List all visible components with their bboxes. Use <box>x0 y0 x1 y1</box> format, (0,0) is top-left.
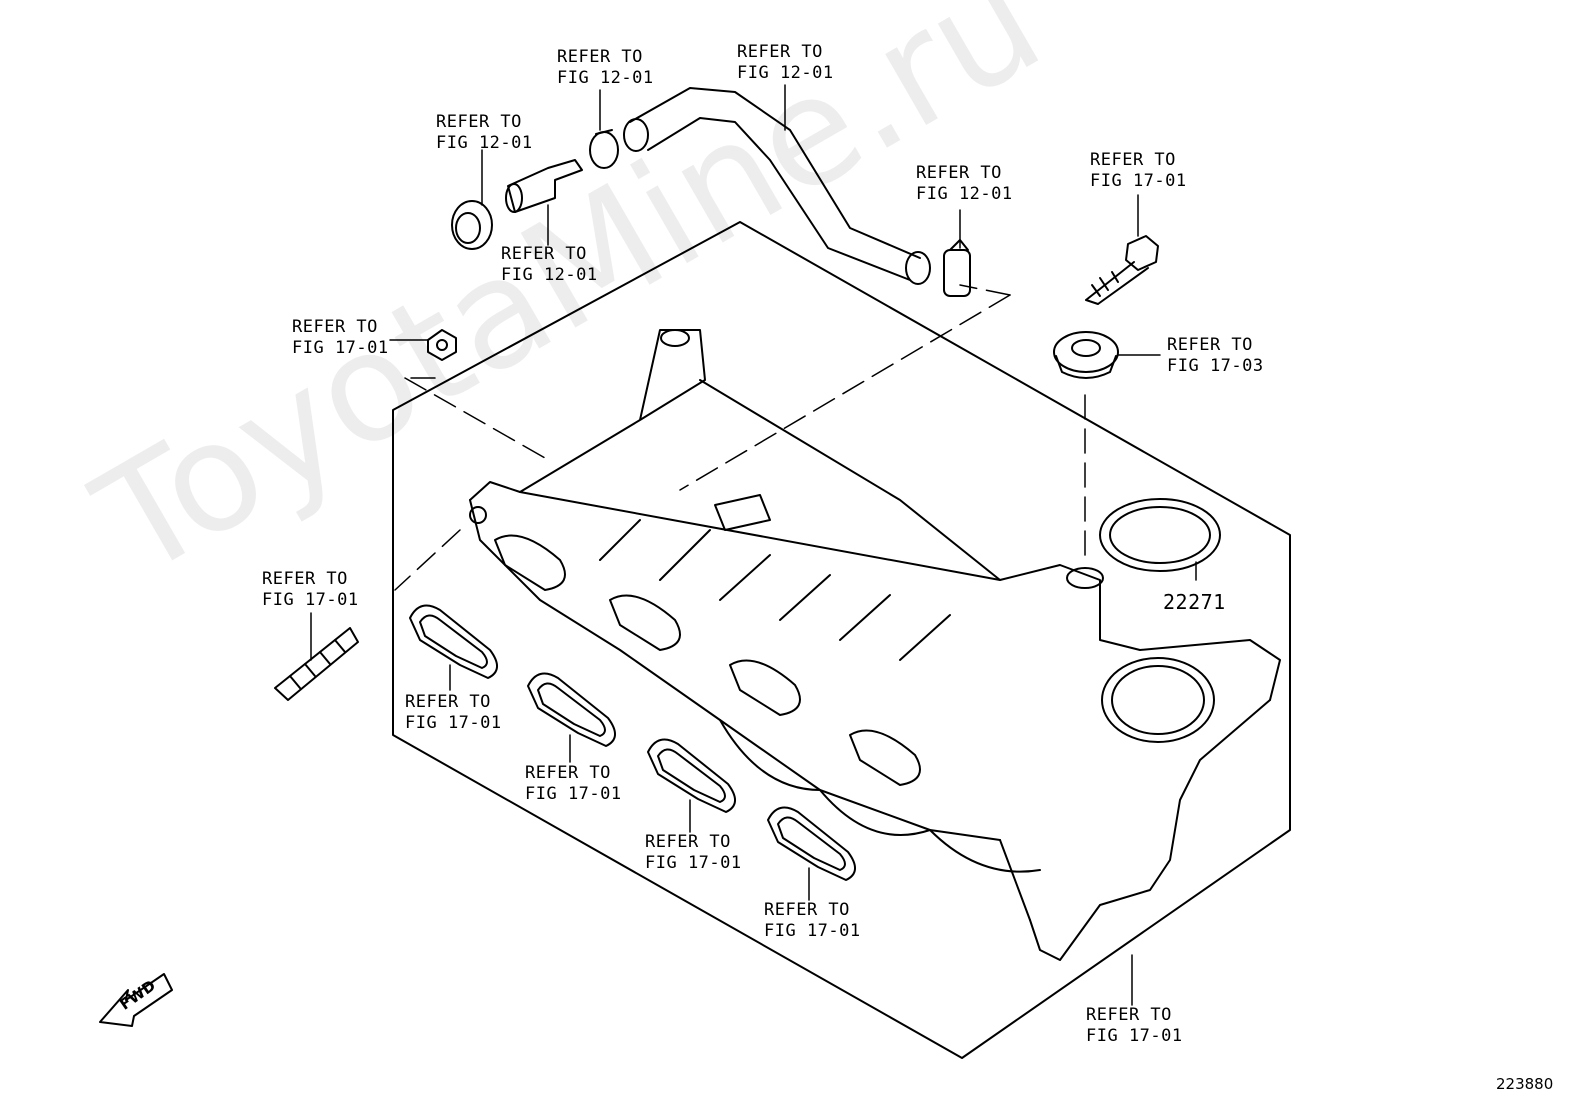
hose-clamp-upper <box>589 129 619 169</box>
bolt <box>1085 235 1159 305</box>
callout-bolt: REFER TO FIG 17-01 <box>1090 150 1187 191</box>
port-gasket-1 <box>409 604 498 679</box>
callout-port-gasket-2: REFER TO FIG 17-01 <box>525 763 622 804</box>
intake-manifold <box>469 329 1281 961</box>
fwd-arrow-icon <box>99 973 173 1027</box>
nut <box>427 329 457 361</box>
pcv-valve <box>505 159 583 213</box>
grommet <box>451 200 493 250</box>
hose-clamp-lower <box>943 239 971 297</box>
pcv-hose <box>623 87 931 285</box>
port-gasket-4 <box>767 806 856 881</box>
callout-grommet: REFER TO FIG 12-01 <box>436 112 533 153</box>
dashed-leader-lines <box>394 284 1086 591</box>
callout-nut: REFER TO FIG 17-01 <box>292 317 389 358</box>
callout-port-gasket-1: REFER TO FIG 17-01 <box>405 692 502 733</box>
callout-hose-clamp: REFER TO FIG 12-01 <box>916 163 1013 204</box>
port-gasket-3 <box>647 738 736 813</box>
part-number-label: 22271 <box>1163 590 1226 614</box>
port-gasket-2 <box>527 672 616 747</box>
gasket-22271 <box>1099 498 1221 572</box>
callout-leaders <box>310 84 1197 1006</box>
figure-number: 223880 <box>1496 1075 1554 1093</box>
plug <box>1053 331 1119 379</box>
callout-port-gasket-3: REFER TO FIG 17-01 <box>645 832 742 873</box>
callout-hose: REFER TO FIG 12-01 <box>737 42 834 83</box>
callout-stud-bolt: REFER TO FIG 17-01 <box>262 569 359 610</box>
callout-port-gasket-4: REFER TO FIG 17-01 <box>764 900 861 941</box>
callout-manifold: REFER TO FIG 17-01 <box>1086 1005 1183 1046</box>
callout-pcv-valve: REFER TO FIG 12-01 <box>501 244 598 285</box>
stud-bolt <box>274 627 359 701</box>
assembly-box <box>392 221 1291 1059</box>
callout-plug: REFER TO FIG 17-03 <box>1167 335 1264 376</box>
callout-clamp: REFER TO FIG 12-01 <box>557 47 654 88</box>
